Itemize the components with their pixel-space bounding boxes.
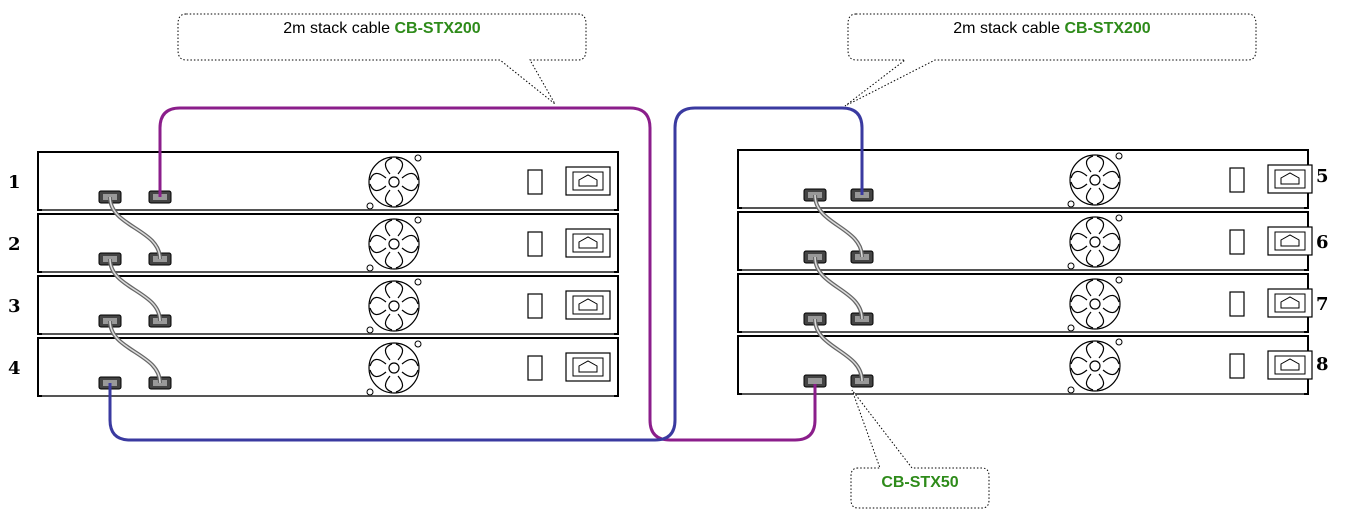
callout-bubble-left	[177, 13, 587, 105]
switch-chassis	[37, 275, 619, 335]
switch-chassis	[37, 213, 619, 273]
switch-unit-8	[737, 335, 1313, 395]
unit-number-3: 3	[8, 296, 21, 317]
stack-cables	[108, 106, 864, 442]
callout-label-left: 2m stack cable CB-STX200	[283, 20, 481, 37]
power-inlet-icon	[1229, 226, 1313, 256]
switch-unit-3	[37, 275, 619, 335]
callout-bubble-bottom	[850, 389, 990, 509]
power-inlet-icon	[527, 166, 611, 196]
callout-label-bottom: CB-STX50	[881, 474, 959, 491]
power-inlet-icon	[527, 290, 611, 320]
switch-unit-1	[37, 151, 619, 211]
power-inlet-icon	[1229, 288, 1313, 318]
unit-number-1: 1	[8, 172, 21, 193]
callout-label-right: 2m stack cable CB-STX200	[953, 20, 1151, 37]
switch-unit-4	[37, 337, 619, 397]
switch-chassis	[737, 149, 1309, 209]
switch-unit-5	[737, 149, 1313, 209]
power-inlet-icon	[527, 228, 611, 258]
unit-number-6: 6	[1316, 232, 1329, 253]
unit-number-5: 5	[1316, 166, 1329, 187]
unit-number-2: 2	[8, 234, 21, 255]
unit-number-4: 4	[8, 358, 21, 379]
switch-unit-7	[737, 273, 1313, 333]
unit-number-7: 7	[1316, 294, 1329, 315]
switch-stack	[37, 149, 1313, 397]
power-inlet-icon	[1229, 164, 1313, 194]
switch-chassis	[37, 151, 619, 211]
power-inlet-icon	[527, 352, 611, 382]
power-inlet-icon	[1229, 350, 1313, 380]
callout-bubble-right	[844, 13, 1257, 107]
callout-bubbles	[177, 13, 1257, 509]
switch-unit-6	[737, 211, 1313, 271]
unit-number-8: 8	[1316, 354, 1329, 375]
long-stack-cable-blue	[108, 106, 864, 442]
switch-unit-2	[37, 213, 619, 273]
long-stack-cable-purple	[158, 106, 817, 442]
